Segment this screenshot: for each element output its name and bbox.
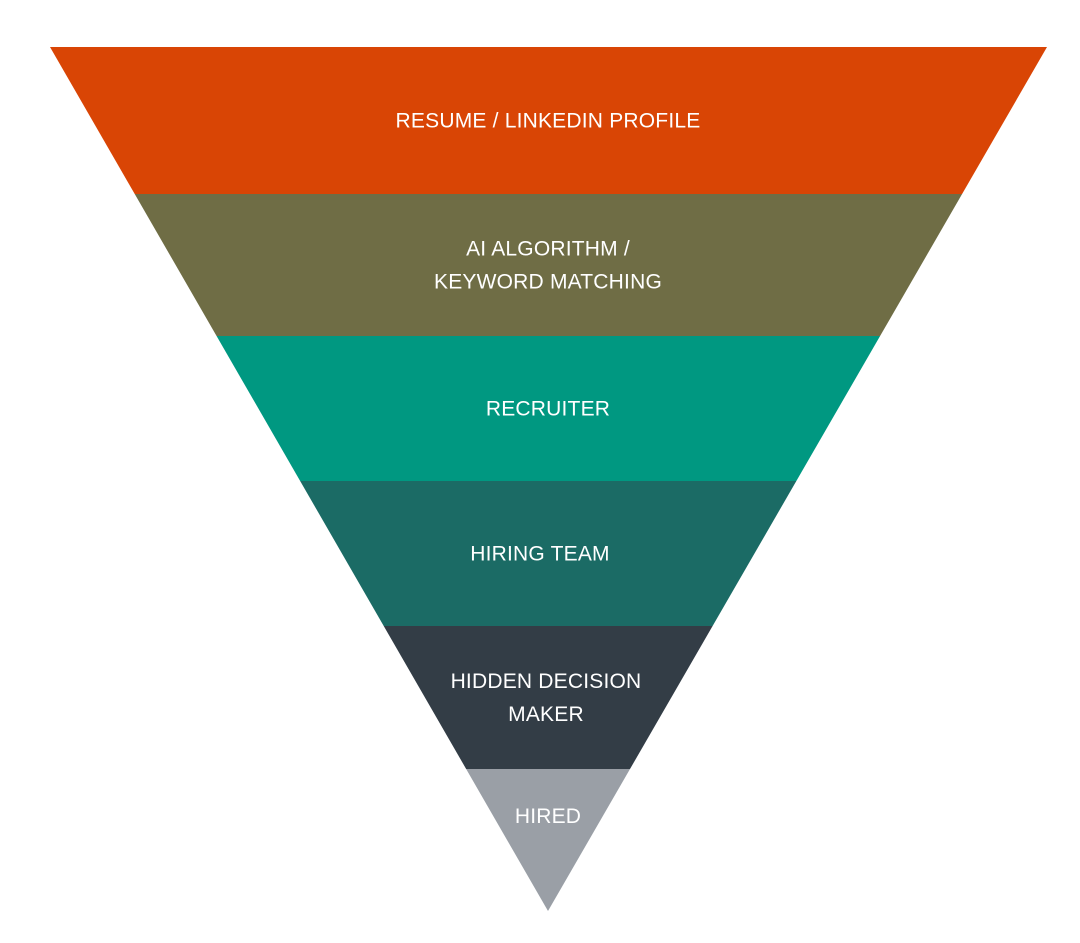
funnel-stage-label-line: RESUME / LINKEDIN PROFILE [396,110,701,133]
funnel-stage-label-line: AI ALGORITHM / [466,238,630,261]
funnel-stage-label-line: HIRING TEAM [470,543,610,566]
funnel-labels: RESUME / LINKEDIN PROFILE AI ALGORITHM / K… [396,110,701,829]
funnel-stage-1 [50,47,1047,194]
funnel-stage-label-line: HIRED [515,805,581,828]
funnel-stage-2 [134,194,963,336]
funnel-stage-label-1: RESUME / LINKEDIN PROFILE [396,110,701,133]
funnel-stage-label-4: HIRING TEAM [470,543,610,566]
funnel-stage-4 [300,481,797,626]
funnel-stage-6 [466,769,631,911]
funnel-stage-label-line: RECRUITER [486,398,610,421]
funnel-stage-3 [216,336,881,481]
funnel-stage-label-line: HIDDEN DECISION [451,670,642,693]
funnel-stage-label-line: MAKER [508,703,584,726]
funnel-stage-5 [383,626,713,769]
funnel-stage-label-2: AI ALGORITHM / KEYWORD MATCHING [434,238,662,294]
funnel-stage-label-5: HIDDEN DECISION MAKER [451,670,642,726]
funnel-stage-label-6: HIRED [515,805,581,828]
funnel-stage-label-3: RECRUITER [486,398,610,421]
funnel-stage-label-line: KEYWORD MATCHING [434,271,662,294]
funnel-stages [50,47,1047,911]
